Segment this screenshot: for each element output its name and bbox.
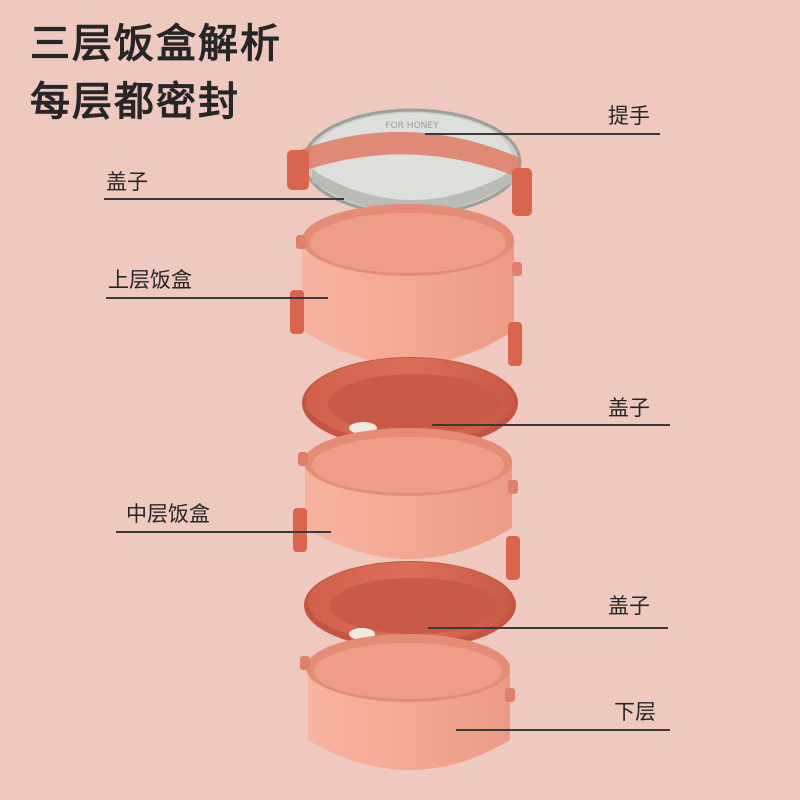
leader-line-lower-lid xyxy=(428,627,668,629)
label-lower-lid: 盖子 xyxy=(608,596,650,617)
leader-line-handle xyxy=(425,133,660,135)
right-clip xyxy=(512,168,532,216)
lower-box xyxy=(300,634,515,770)
label-top-lid: 盖子 xyxy=(106,172,148,193)
middle-box xyxy=(293,428,520,580)
label-lower-box: 下层 xyxy=(614,702,656,723)
middle-box-clip-right xyxy=(506,536,520,580)
label-handle: 提手 xyxy=(608,106,650,127)
lid-embossed-text: FOR HONEY xyxy=(385,121,439,131)
leader-line-middle-box xyxy=(116,531,331,533)
leader-line-lower-box xyxy=(456,729,670,731)
upper-box-clip-right xyxy=(508,322,522,366)
upper-box xyxy=(290,204,522,366)
leader-line-top-lid xyxy=(104,198,344,200)
middle-box-clip-left xyxy=(293,508,307,552)
leader-line-upper-box xyxy=(106,297,328,299)
leader-line-middle-lid xyxy=(432,424,670,426)
label-middle-lid: 盖子 xyxy=(608,398,650,419)
left-clip xyxy=(287,150,309,190)
label-upper-box: 上层饭盒 xyxy=(108,270,192,291)
label-middle-box: 中层饭盒 xyxy=(126,504,210,525)
